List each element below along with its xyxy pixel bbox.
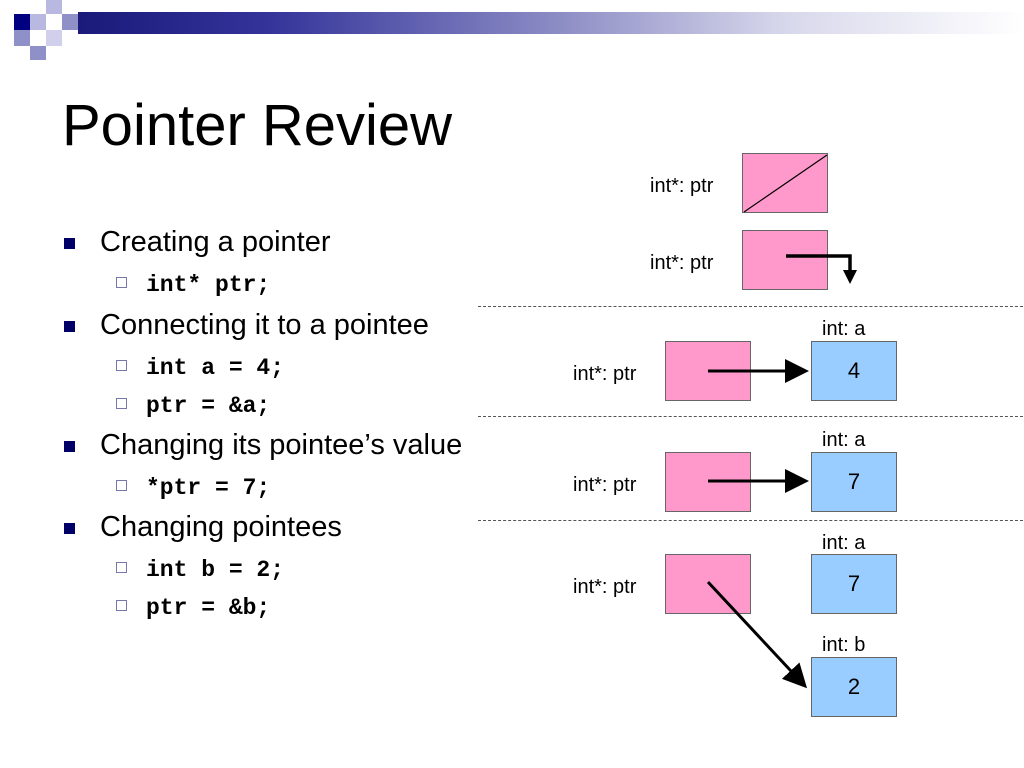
int-a-label: int: a <box>822 429 866 451</box>
hollow-square-bullet-icon <box>116 600 127 611</box>
arrow-ptr-to-b <box>706 580 808 689</box>
bullet-text: Creating a pointer <box>100 226 331 258</box>
square-bullet-icon <box>64 238 75 249</box>
ptr-box-unset <box>742 230 828 290</box>
int-a-box: 4 <box>811 341 897 401</box>
header-square-2 <box>30 14 46 30</box>
header-bar <box>78 12 1024 34</box>
bullet-creating-pointer: Creating a pointer <box>64 226 331 259</box>
int-b-label: int: b <box>822 634 866 656</box>
header-square-4 <box>62 14 78 30</box>
bullet-text: Connecting it to a pointee <box>100 309 429 341</box>
code-text: int a = 4; <box>146 355 285 381</box>
code-text: ptr = &a; <box>146 393 271 419</box>
ptr-label: int*: ptr <box>650 252 714 274</box>
int-a-label: int: a <box>822 318 866 340</box>
header-square-7 <box>46 30 62 46</box>
divider-line <box>478 416 1024 417</box>
code-line: ptr = &a; <box>116 393 271 419</box>
int-b-box: 2 <box>811 657 897 717</box>
int-a-label: int: a <box>822 532 866 554</box>
divider-line <box>478 520 1024 521</box>
code-line: *ptr = 7; <box>116 475 271 501</box>
square-bullet-icon <box>64 523 75 534</box>
bullet-changing-value: Changing its pointee’s value <box>64 429 463 462</box>
null-slash <box>743 154 828 213</box>
bullet-text: Changing its pointee’s value <box>100 429 463 461</box>
header-square-5 <box>14 30 30 46</box>
header-square-1 <box>14 14 30 30</box>
header-square-3 <box>46 0 62 14</box>
code-text: *ptr = 7; <box>146 475 271 501</box>
hollow-square-bullet-icon <box>116 562 127 573</box>
bullet-connecting-pointee: Connecting it to a pointee <box>64 309 429 342</box>
hollow-square-bullet-icon <box>116 277 127 288</box>
code-line: int a = 4; <box>116 355 285 381</box>
code-text: ptr = &b; <box>146 595 271 621</box>
ground-arrow <box>786 254 852 274</box>
ptr-label: int*: ptr <box>650 175 714 197</box>
hollow-square-bullet-icon <box>116 398 127 409</box>
ptr-label: int*: ptr <box>573 576 637 598</box>
ptr-label: int*: ptr <box>573 474 637 496</box>
hollow-square-bullet-icon <box>116 480 127 491</box>
divider-line <box>478 306 1024 307</box>
int-a-box: 7 <box>811 554 897 614</box>
bullet-changing-pointees: Changing pointees <box>64 511 342 544</box>
code-line: int b = 2; <box>116 557 285 583</box>
int-a-box: 7 <box>811 452 897 512</box>
square-bullet-icon <box>64 321 75 332</box>
code-text: int* ptr; <box>146 272 271 298</box>
code-text: int b = 2; <box>146 557 285 583</box>
square-bullet-icon <box>64 441 75 452</box>
ptr-label: int*: ptr <box>573 363 637 385</box>
hollow-square-bullet-icon <box>116 360 127 371</box>
code-line: int* ptr; <box>116 272 271 298</box>
ground-arrow-head <box>843 270 857 284</box>
slide-title: Pointer Review <box>62 93 453 158</box>
bullet-text: Changing pointees <box>100 511 342 543</box>
header-square-6 <box>30 46 46 60</box>
code-line: ptr = &b; <box>116 595 271 621</box>
